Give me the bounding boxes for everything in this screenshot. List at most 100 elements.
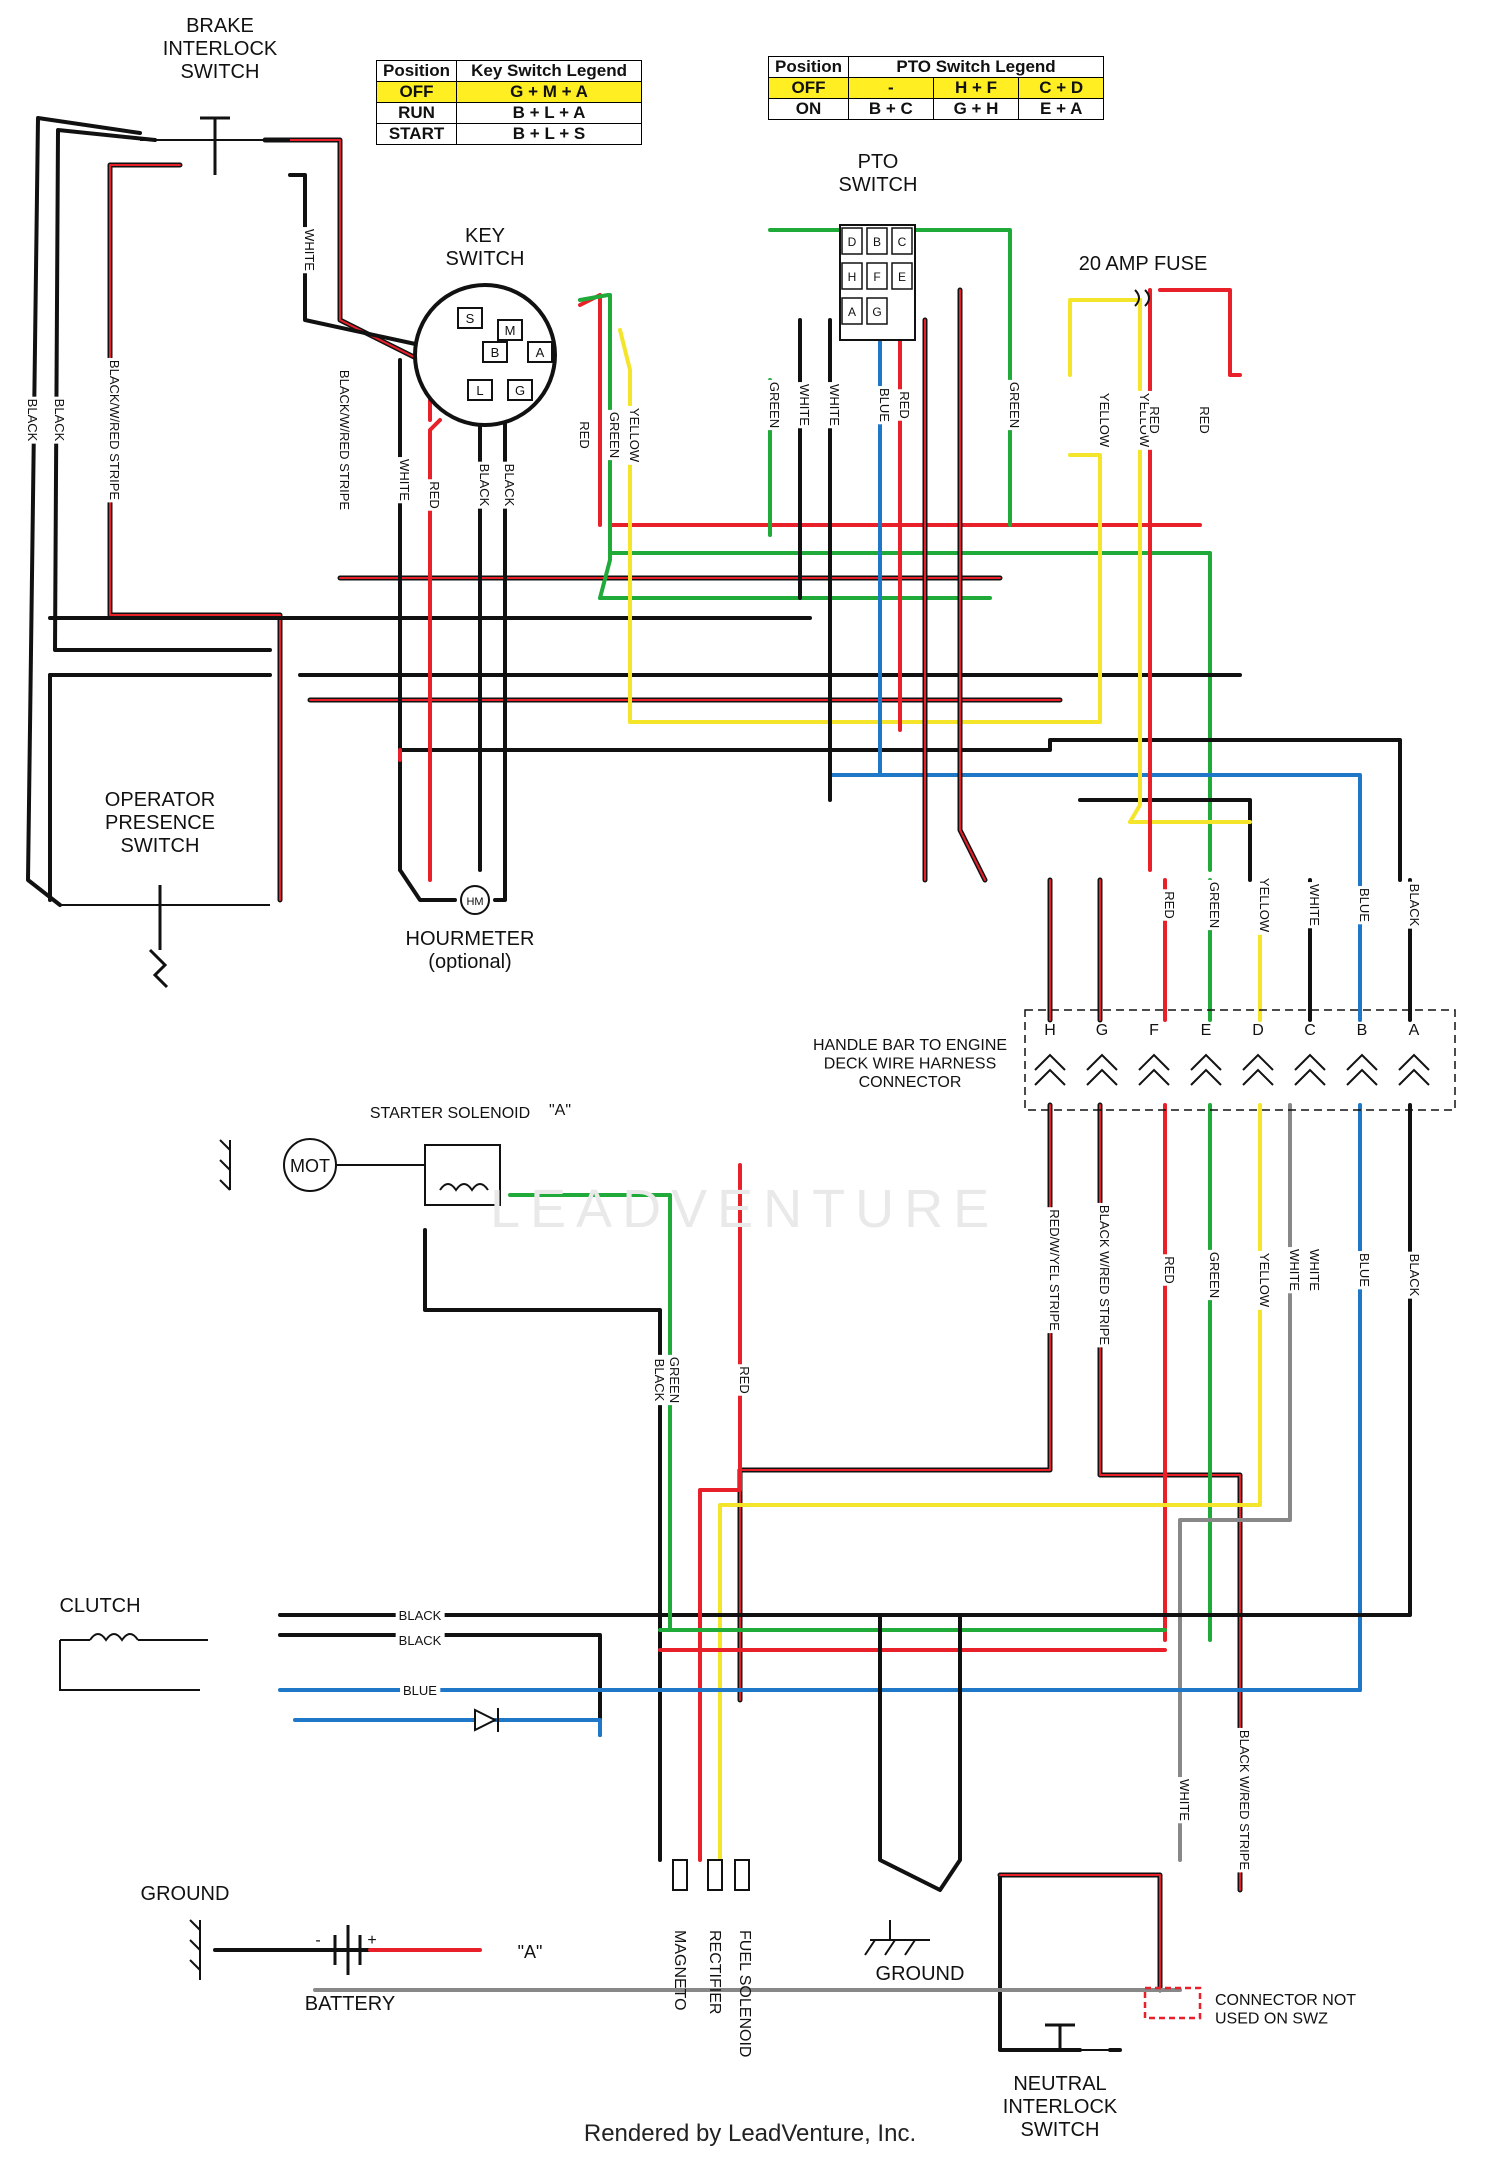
wire-label-v-bg <box>1406 1251 1423 1299</box>
legend-header: Position <box>767 56 850 78</box>
fuse-symbol <box>1134 289 1150 307</box>
wire-label-v: WHITE <box>1307 884 1322 926</box>
wire-label-v: BLACK W/RED STRIPE <box>1097 1205 1112 1345</box>
wire-label-v-line: WHITE <box>1177 1779 1192 1821</box>
legend-cell: - <box>848 77 934 99</box>
legend-row: RUN B + L + A <box>375 102 642 124</box>
clutch-coil <box>89 1633 139 1642</box>
wire-label-v-line: RED <box>1162 891 1177 918</box>
wire-label-v: BLUE <box>1357 888 1372 922</box>
pto-terminal-label: H <box>848 270 857 284</box>
legend-cell: B + L + S <box>456 123 642 145</box>
hourmeter-label-line: (optional) <box>428 951 511 973</box>
ground-symbol-mid <box>864 1920 930 1956</box>
ground-left-label: GROUND <box>141 1883 230 1905</box>
wire-label-v: BLACK <box>1407 1254 1422 1297</box>
wire-pto-brown <box>957 287 988 883</box>
legend-cell: C + D <box>1018 77 1104 99</box>
wire-label-v-line: BLACK <box>1407 884 1422 927</box>
wire-label-v-line: RED/W/YEL STRIPE <box>1047 1209 1062 1331</box>
wire-label-v: WHITE <box>1307 1249 1322 1291</box>
wire-label-v-bg <box>24 396 41 444</box>
fuel-solenoid-label-line: FUEL SOLENOID <box>736 1930 753 2057</box>
legend-header-row: Position Key Switch Legend <box>375 60 642 82</box>
wire-label-v-bg <box>1046 1207 1063 1334</box>
legend-cell: B + L + A <box>456 102 642 124</box>
wire-hourmeter-r <box>493 868 507 902</box>
pto-terminal-label-line: G <box>872 305 881 319</box>
starter-solenoid-label-line: STARTER SOLENOID <box>370 1105 530 1122</box>
magneto-label: MAGNETO <box>671 1930 688 2011</box>
wire-label-v-line: RED <box>1162 1256 1177 1283</box>
clutch-leads <box>59 1639 208 1691</box>
wire-label-v-line: BLACK W/RED STRIPE <box>1237 1730 1252 1870</box>
battery-a-ref: "A" <box>518 1942 543 1962</box>
wire-label-v-bg <box>1096 1202 1113 1348</box>
pto-terminal-label-line: E <box>898 270 906 284</box>
wire-label-v: RED/W/YEL STRIPE <box>1047 1209 1062 1331</box>
key-terminal-label-line: G <box>515 383 525 398</box>
wire-label-v: BLUE <box>1357 1253 1372 1287</box>
wire-label-v: WHITE <box>1287 1249 1302 1291</box>
connector-pin-chevron <box>1294 1053 1326 1086</box>
wire-label-v-bg <box>606 409 623 461</box>
key-switch-legend: Position Key Switch Legend OFF G + M + A… <box>375 60 642 145</box>
wire-label-h-bg <box>395 1607 445 1624</box>
pto-terminal-label-line: C <box>898 235 907 249</box>
wire-label-v: GREENBLACK <box>652 1357 682 1403</box>
wire-label-v-line: BLUE <box>1357 888 1372 922</box>
wire-label-h: BLACK <box>399 1633 442 1648</box>
pto-terminal-label: G <box>872 305 881 319</box>
wire-label-h-line: BLACK <box>399 1608 442 1623</box>
brake-interlock-label-line: INTERLOCK <box>163 38 278 60</box>
wire-label-v-bg <box>1096 390 1113 450</box>
wire-label-v-line: BLUE <box>877 388 892 422</box>
wire-label-v-bg <box>896 389 913 421</box>
wire-label-v-line: WHITE <box>302 229 317 271</box>
connector-pin-label: F <box>1149 1022 1159 1039</box>
wire-neutral-top <box>997 1872 1163 1993</box>
wire-label-v: BLACK <box>477 464 492 507</box>
hourmeter-label: HOURMETER(optional) <box>406 928 535 973</box>
wire-label-v-line: BLACK <box>477 464 492 507</box>
wire-yellow-top <box>618 328 632 724</box>
wire-label-v-line: WHITE <box>1307 884 1322 926</box>
key-terminal-label-line: S <box>466 311 475 326</box>
pto-terminal <box>841 297 863 325</box>
wire-label-v-line: YELLOW <box>627 408 642 463</box>
battery-minus-line: - <box>315 1932 320 1949</box>
wire-label-h: BLUE <box>403 1683 437 1698</box>
bus-black-5 <box>1078 798 1252 882</box>
wire-label-v: RED <box>1162 891 1177 918</box>
legend-row: OFF G + M + A <box>375 81 642 103</box>
pto-switch-label-line: PTO <box>858 151 899 173</box>
wire-label-v: RED <box>577 421 592 448</box>
wire-label-v-line: YELLOW <box>1097 393 1112 448</box>
legend-header-row: Position PTO Switch Legend <box>767 56 1104 78</box>
connector-pin-chevron <box>1034 1053 1066 1086</box>
connector-pin-chevron <box>1190 1053 1222 1086</box>
wire-label-v: RED <box>427 481 442 508</box>
operator-presence-label-line: OPERATOR <box>105 789 215 811</box>
solenoid-coil <box>439 1183 489 1192</box>
wire-hourmeter-l <box>398 868 457 902</box>
wire-label-v: WHITE <box>827 384 842 426</box>
wire-label-v-line: BLACK/W/RED STRIPE <box>107 360 122 500</box>
legend-cell: H + F <box>932 77 1020 99</box>
solenoid-a-ref: "A" <box>549 1102 571 1119</box>
wire-black-solenoid <box>423 1228 662 1862</box>
key-terminal <box>527 341 553 363</box>
battery-plus-line: + <box>367 1932 376 1949</box>
battery-symbol <box>333 1925 362 1975</box>
pto-terminal-label: C <box>898 235 907 249</box>
wire-label-v-bg <box>651 1354 683 1406</box>
battery-a-ref-line: "A" <box>518 1942 543 1962</box>
key-terminal-label: S <box>466 311 475 326</box>
connector-pin-chevron <box>1086 1053 1118 1086</box>
harness-connector-box <box>1024 1009 1456 1111</box>
wire-red-top <box>578 293 602 527</box>
wire-label-v: BLACK <box>52 399 67 442</box>
